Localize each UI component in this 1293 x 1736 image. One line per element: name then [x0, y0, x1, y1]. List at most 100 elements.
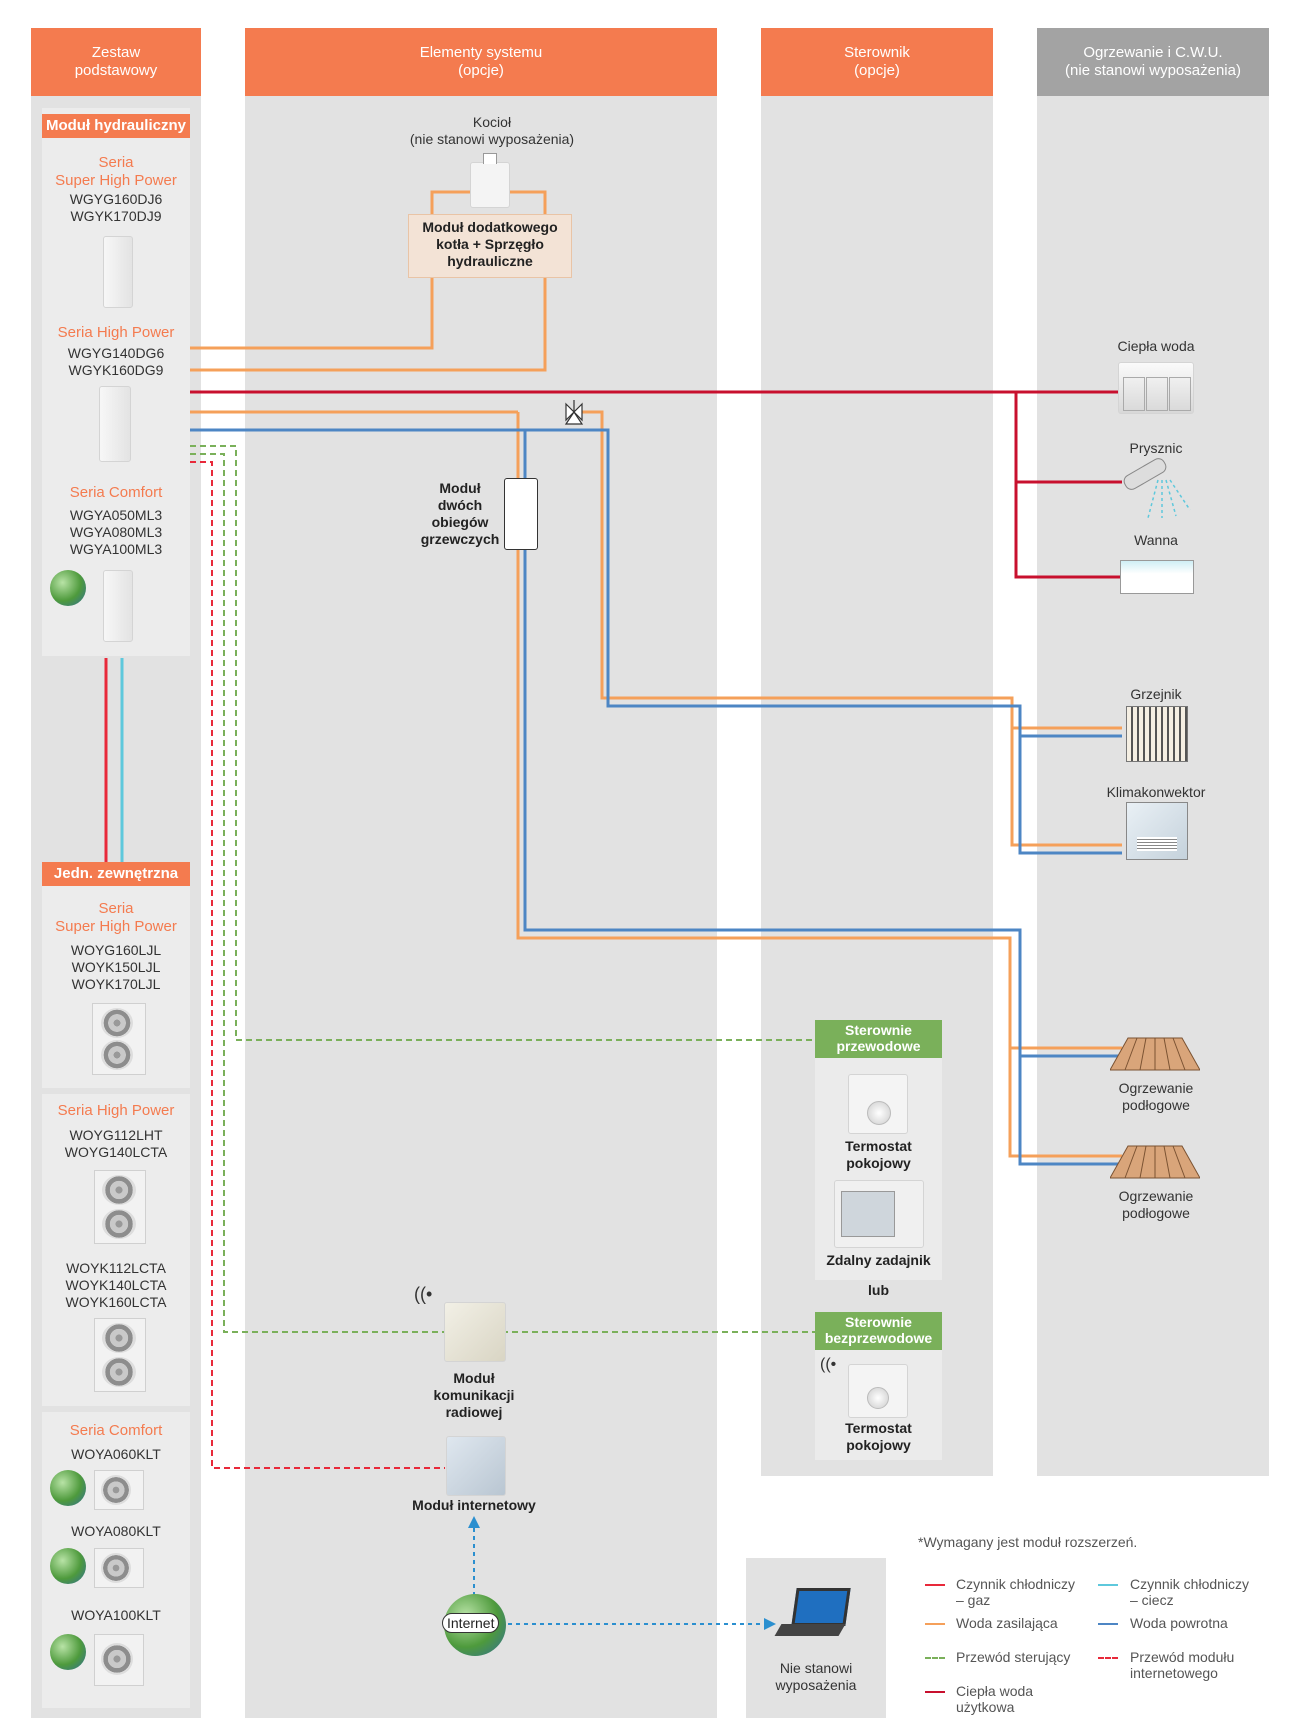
ou-comfort-model-2: WOYA080KLT: [71, 1523, 161, 1539]
legend: [908, 1560, 1262, 1722]
ou-hp-models-a: WOYG112LHT WOYG140LCTA: [64, 1127, 168, 1160]
fan-icon: [101, 1008, 133, 1038]
remote-controller-image: [834, 1180, 924, 1248]
boiler-label: Kocioł (nie stanowi wyposażenia): [409, 114, 575, 147]
hm-hp-models: WGYG140DG6 WGYK160DG9: [67, 345, 165, 378]
fan-icon: [101, 1643, 133, 1675]
room-thermostat-label: Termostat pokojowy: [845, 1138, 912, 1171]
legend-return: Woda powrotna: [1130, 1615, 1228, 1631]
tank-segment: [1146, 377, 1168, 411]
hydraulic-module-title: Moduł hydrauliczny: [42, 114, 190, 138]
column-header-elements: Elementy systemu (opcje): [245, 28, 717, 96]
legend-liquid-swatch: [1098, 1584, 1118, 1586]
ou-hp-series: Seria High Power: [57, 1102, 175, 1119]
laptop-screen: [791, 1588, 851, 1626]
ou-shp-models: WOYG160LJL WOYK150LJL WOYK170LJL: [70, 942, 162, 992]
room-thermostat-image: [848, 1074, 908, 1134]
eco-globe-icon: [50, 570, 86, 606]
ou-hp-unit-image-b: [94, 1318, 146, 1392]
ou-comfort-series: Seria Comfort: [69, 1422, 163, 1439]
footnote: *Wymagany jest moduł rozszerzeń.: [918, 1534, 1138, 1550]
control-wire-wired: [190, 445, 815, 1041]
legend-dhw-swatch: [925, 1691, 945, 1693]
ou-shp-series: Seria Super High Power: [55, 900, 177, 935]
legend-internet: Przewód modułu internetowego: [1130, 1649, 1235, 1681]
laptop-note: Nie stanowi wyposażenia: [775, 1660, 857, 1693]
return-main: [190, 428, 1122, 738]
ou-hp-models-b: WOYK112LCTA WOYK140LCTA WOYK160LCTA: [65, 1260, 167, 1310]
supply-to-radiator: [570, 410, 1122, 730]
return-two-circuit: [523, 430, 1122, 1058]
eco-globe-icon: [50, 1634, 86, 1670]
legend-supply: Woda zasilająca: [956, 1615, 1058, 1631]
laptop-area-bg: [746, 1558, 886, 1718]
ou-comfort-unit-image-3: [94, 1634, 144, 1686]
column-header-base: Zestaw podstawowy: [31, 28, 201, 96]
return-to-fancoil: [1018, 736, 1122, 855]
hm-hp-series: Seria High Power: [57, 324, 175, 341]
fan-icon: [102, 1323, 136, 1353]
column-header-heating: Ogrzewanie i C.W.U. (nie stanowi wyposaż…: [1037, 28, 1269, 96]
boiler-return-line: [190, 190, 547, 372]
ou-comfort-unit-image-2: [94, 1548, 144, 1588]
boiler-image: [470, 153, 510, 208]
hm-comfort-unit-image: [103, 570, 133, 642]
hm-comfort-models: WGYA050ML3 WGYA080ML3 WGYA100ML3: [69, 507, 163, 557]
legend-internet-swatch: [1098, 1657, 1118, 1659]
hot-water-tank-image: [1118, 362, 1194, 414]
hm-shp-unit-image: [103, 236, 133, 308]
supply-to-two-circuit: [516, 412, 1122, 1050]
wireless-icon: ((•: [820, 1356, 837, 1373]
floor-heating-image-2: [1110, 1145, 1200, 1179]
return-to-floor2: [1018, 1056, 1122, 1166]
bath-image: [1120, 560, 1194, 594]
boiler-module-box: Moduł dodatkowego kotła + Sprzęgło hydra…: [408, 214, 572, 278]
ou-hp-unit-image-a: [94, 1170, 146, 1244]
hm-shp-series: Seria Super High Power: [55, 154, 177, 189]
floor-heating-label-2: Ogrzewanie podłogowe: [1118, 1188, 1194, 1221]
internet-module-wire: [190, 461, 445, 1469]
bath-label: Wanna: [1134, 532, 1178, 548]
hm-shp-models: WGYG160DJ6 WGYK170DJ9: [69, 191, 163, 224]
floor-heating-image-1: [1110, 1037, 1200, 1071]
wireless-thermostat-image: [848, 1364, 908, 1418]
radiator-label: Grzejnik: [1130, 686, 1182, 702]
internet-module-image: [446, 1436, 506, 1496]
remote-controller-label: Zdalny zadajnik: [826, 1252, 931, 1268]
wireless-controllers-title: Sterownie bezprzewodowe: [815, 1312, 942, 1350]
fan-icon: [102, 1175, 136, 1205]
legend-control-swatch: [925, 1657, 945, 1659]
outdoor-unit-title: Jedn. zewnętrzna: [42, 862, 190, 886]
legend-gas: Czynnik chłodniczy – gaz: [956, 1576, 1076, 1608]
laptop-keyboard: [774, 1624, 846, 1636]
radiator-image: [1126, 706, 1188, 762]
ou-comfort-unit-image-1: [94, 1470, 144, 1510]
legend-supply-swatch: [925, 1623, 945, 1625]
fan-icon: [101, 1040, 133, 1070]
fan-icon: [102, 1209, 136, 1239]
ou-shp-unit-image: [92, 1003, 146, 1075]
boiler-top-icon: [483, 153, 497, 164]
shower-spray-icon: [1147, 479, 1191, 519]
fancoil-label: Klimakonwektor: [1106, 784, 1206, 800]
ou-comfort-model-1: WOYA060KLT: [71, 1446, 161, 1462]
two-circuit-module-image: [504, 478, 538, 550]
thermostat-dial-icon: [867, 1387, 889, 1409]
thermostat-dial-icon: [867, 1101, 891, 1125]
eco-globe-icon: [50, 1470, 86, 1506]
fan-icon: [102, 1357, 136, 1387]
or-label: lub: [868, 1282, 889, 1298]
two-circuit-module-label: Moduł dwóch obiegów grzewczych: [420, 480, 500, 547]
wired-controllers-title: Sterownie przewodowe: [815, 1020, 942, 1058]
internet-label: Internet: [442, 1613, 500, 1633]
internet-module-label: Moduł internetowy: [412, 1497, 536, 1513]
column-heating-bg: [1037, 96, 1269, 1476]
radio-module-image: [444, 1302, 506, 1362]
dhw-bath: [1014, 482, 1122, 579]
three-way-valve: [564, 400, 584, 425]
fan-icon: [101, 1553, 131, 1583]
tank-segment: [1123, 377, 1145, 411]
hm-comfort-series: Seria Comfort: [69, 484, 163, 501]
floor-heating-label-1: Ogrzewanie podłogowe: [1118, 1080, 1194, 1113]
